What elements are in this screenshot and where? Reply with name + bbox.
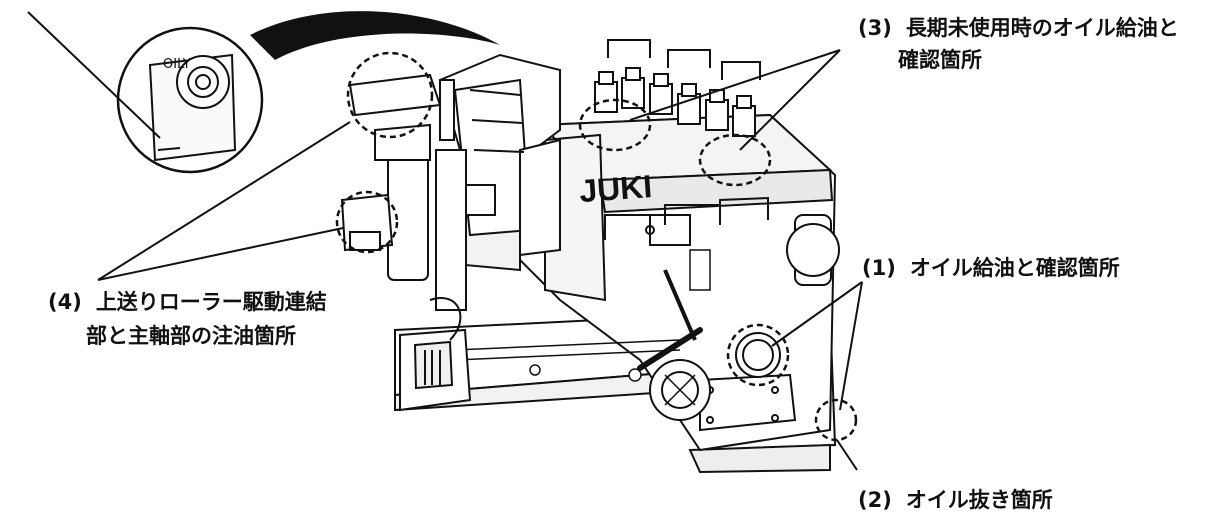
front-panel [649,359,797,432]
brand-logo: JUKI [578,168,653,209]
oil-window [735,332,781,378]
needle-bar-housing [348,73,467,311]
callout-circles [154,51,858,442]
thread-spools [594,39,769,240]
label-4: (4)上送りローラー駆動連結 [48,290,327,314]
roller-drive-arm [438,53,561,272]
side-block [340,193,394,252]
label-4-line2: 部と主軸部の注油箇所 [86,324,296,348]
svg-text:OILY: OILY [163,57,191,72]
label-1: (1)オイル給油と確認箇所 [862,256,1120,280]
inset-magnifier: OILY [116,11,500,174]
feed-area [399,297,472,412]
bed-details [454,249,711,382]
label-3: (3)長期未使用時のオイル給油と [858,16,1179,40]
leader-lines [27,11,863,471]
label-2: (2)オイル抜き箇所 [858,488,1053,512]
label-3-line2: 確認箇所 [898,48,982,72]
